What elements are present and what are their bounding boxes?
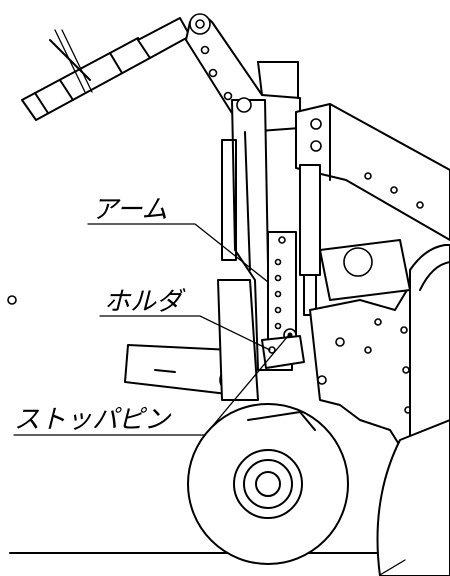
label-holder: ホルダ	[104, 287, 186, 317]
front-wheel	[187, 403, 349, 565]
rear-wheel	[376, 419, 450, 576]
small-cylinder	[299, 164, 321, 316]
holder-leader	[99, 315, 271, 351]
boom	[295, 103, 450, 241]
hydraulic-cylinder	[21, 17, 191, 121]
wheel-leader	[379, 559, 406, 576]
arm-leader	[87, 223, 269, 283]
marker-dot	[7, 295, 17, 305]
engine-block	[319, 239, 411, 301]
label-arm: アーム	[92, 195, 168, 225]
lower-arm	[124, 279, 259, 401]
label-stop-pin: ストッパピン	[14, 405, 172, 435]
upper-arm	[185, 13, 301, 133]
stop-pin-leader	[13, 335, 289, 436]
